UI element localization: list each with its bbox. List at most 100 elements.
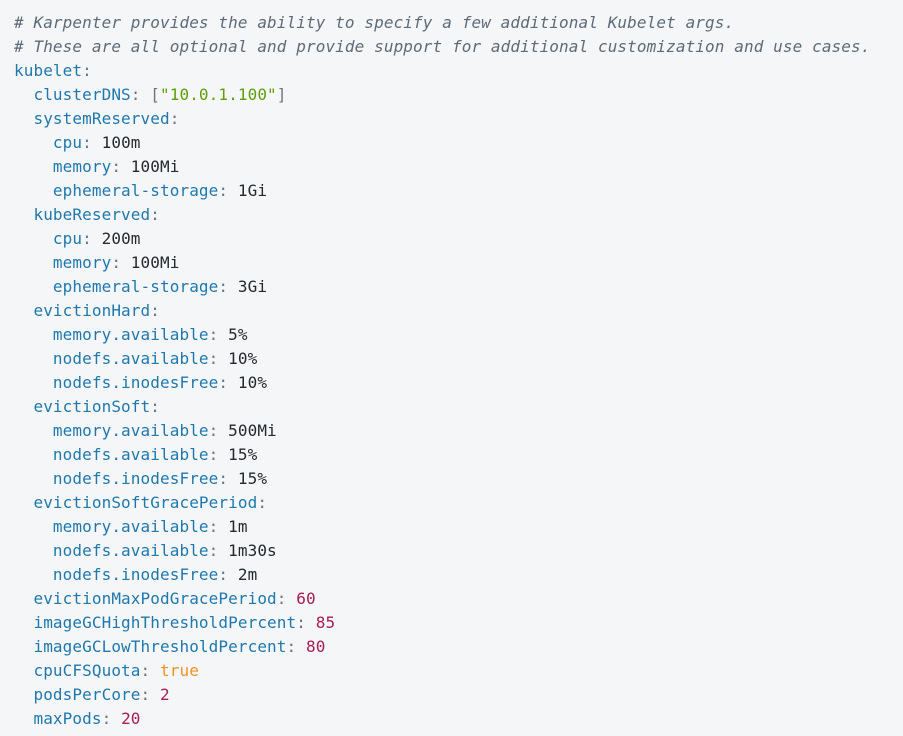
code-line: nodefs.available: 10% [14,347,889,371]
code-line: kubeReserved: [14,203,889,227]
yaml-key: evictionSoft [14,397,151,416]
yaml-punctuation: : [208,541,219,560]
yaml-punctuation: [ [140,85,160,104]
yaml-value: 1m30s [218,541,277,560]
code-line: podsPerCore: 2 [14,683,889,707]
yaml-value: 10% [228,373,268,392]
code-line: cpuCFSQuota: true [14,659,889,683]
yaml-key: memory.available [14,517,209,536]
yaml-punctuation: : [218,277,229,296]
yaml-number: 80 [296,637,326,656]
code-line: memory: 100Mi [14,251,889,275]
yaml-key: memory [14,157,112,176]
yaml-punctuation: : [218,565,229,584]
yaml-comment: # Karpenter provides the ability to spec… [14,13,735,32]
yaml-key: memory [14,253,112,272]
yaml-key: evictionHard [14,301,151,320]
yaml-punctuation: : [208,325,219,344]
code-line: memory: 100Mi [14,155,889,179]
code-line: # These are all optional and provide sup… [14,35,889,59]
code-line: nodefs.available: 1m30s [14,539,889,563]
yaml-punctuation: : [82,61,92,80]
code-line: imageGCLowThresholdPercent: 80 [14,635,889,659]
yaml-key: ephemeral-storage [14,277,219,296]
yaml-string: "10.0.1.100" [160,85,277,104]
code-line: nodefs.inodesFree: 2m [14,563,889,587]
code-line: cpu: 200m [14,227,889,251]
code-line: nodefs.available: 15% [14,443,889,467]
yaml-key: imageGCHighThresholdPercent [14,613,297,632]
code-line: # Karpenter provides the ability to spec… [14,11,889,35]
yaml-key: podsPerCore [14,685,141,704]
yaml-punctuation: : [130,85,141,104]
code-line: evictionMaxPodGracePeriod: 60 [14,587,889,611]
code-line: evictionSoft: [14,395,889,419]
code-line: evictionHard: [14,299,889,323]
yaml-key: memory.available [14,325,209,344]
yaml-key: imageGCLowThresholdPercent [14,637,287,656]
yaml-value: 100m [91,133,141,152]
code-line: kubelet: [14,59,889,83]
yaml-punctuation: : [208,421,219,440]
yaml-key: nodefs.inodesFree [14,469,219,488]
yaml-punctuation: : [150,397,160,416]
yaml-key: nodefs.available [14,349,209,368]
yaml-punctuation: : [140,661,151,680]
yaml-key: nodefs.inodesFree [14,373,219,392]
yaml-value: 200m [91,229,141,248]
yaml-punctuation: : [169,109,180,128]
yaml-number: 2 [150,685,170,704]
yaml-value: 3Gi [228,277,268,296]
code-line: clusterDNS: ["10.0.1.100"] [14,83,889,107]
yaml-key: nodefs.available [14,541,209,560]
code-line: nodefs.inodesFree: 15% [14,467,889,491]
code-line: cpu: 100m [14,131,889,155]
yaml-punctuation: : [218,181,229,200]
yaml-value: 100Mi [121,253,180,272]
yaml-punctuation: ] [276,85,287,104]
yaml-punctuation: : [257,493,268,512]
yaml-value: 15% [228,469,268,488]
yaml-key: maxPods [14,709,102,728]
yaml-comment: # These are all optional and provide sup… [14,37,871,56]
code-line: nodefs.inodesFree: 10% [14,371,889,395]
yaml-punctuation: : [101,709,112,728]
yaml-value: 15% [218,445,258,464]
code-line: memory.available: 5% [14,323,889,347]
yaml-punctuation: : [286,637,297,656]
code-line: memory.available: 1m [14,515,889,539]
yaml-punctuation: : [140,685,151,704]
yaml-key: kubelet [14,61,83,80]
yaml-key: clusterDNS [14,85,131,104]
yaml-punctuation: : [276,589,287,608]
code-line: systemReserved: [14,107,889,131]
yaml-number: 20 [111,709,141,728]
yaml-boolean: true [150,661,199,680]
code-line: memory.available: 500Mi [14,419,889,443]
yaml-value: 10% [218,349,258,368]
yaml-key: ephemeral-storage [14,181,219,200]
yaml-key: kubeReserved [14,205,151,224]
yaml-key: cpuCFSQuota [14,661,141,680]
code-line: ephemeral-storage: 3Gi [14,275,889,299]
yaml-number: 60 [286,589,316,608]
yaml-punctuation: : [218,373,229,392]
yaml-key: systemReserved [14,109,170,128]
yaml-value: 100Mi [121,157,180,176]
yaml-punctuation: : [150,205,160,224]
yaml-punctuation: : [150,301,160,320]
yaml-key: cpu [14,133,83,152]
yaml-value: 500Mi [218,421,277,440]
code-line: ephemeral-storage: 1Gi [14,179,889,203]
yaml-punctuation: : [296,613,306,632]
yaml-punctuation: : [208,445,219,464]
yaml-key: nodefs.inodesFree [14,565,219,584]
yaml-key: evictionSoftGracePeriod [14,493,258,512]
yaml-key: memory.available [14,421,209,440]
yaml-punctuation: : [208,349,219,368]
yaml-key: evictionMaxPodGracePeriod [14,589,277,608]
code-line: imageGCHighThresholdPercent: 85 [14,611,889,635]
yaml-punctuation: : [82,133,92,152]
yaml-value: 1m [218,517,248,536]
